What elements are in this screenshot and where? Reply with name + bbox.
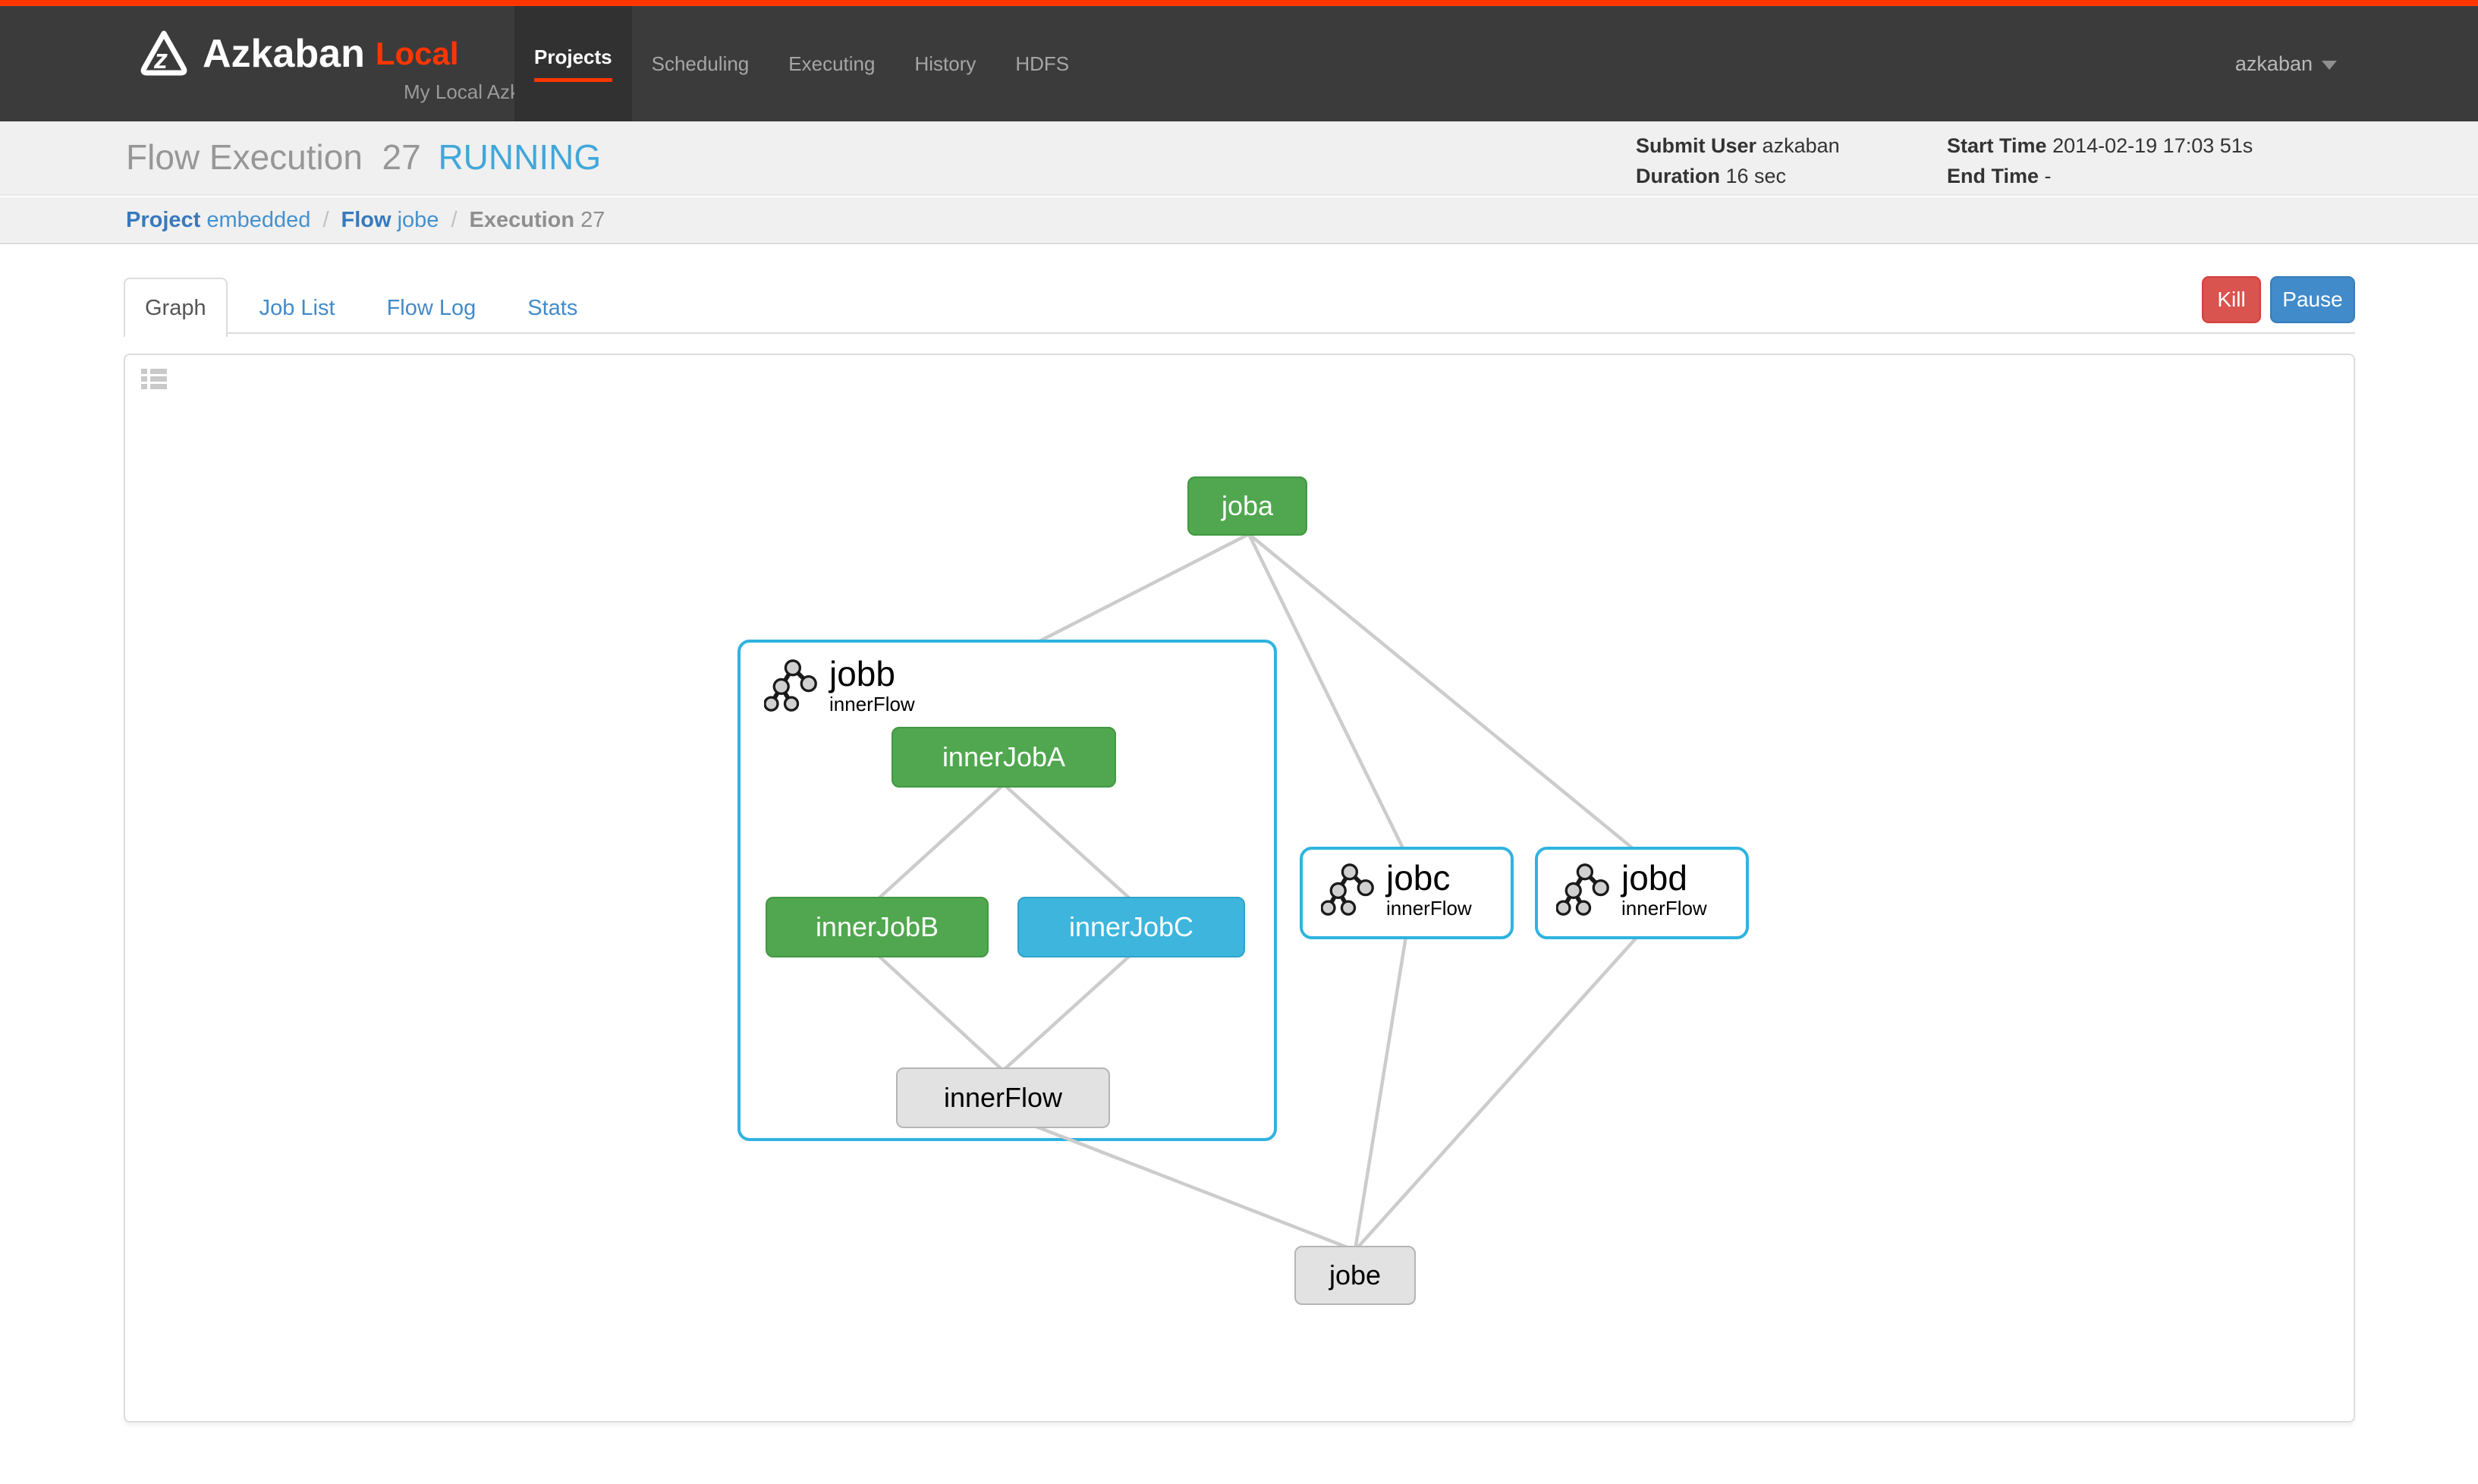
caret-down-icon	[2322, 61, 2337, 70]
user-name: azkaban	[2234, 52, 2313, 75]
breadcrumb: Project embedded / Flow jobe / Execution 27	[126, 208, 605, 233]
tabs-container: Graph Job List Flow Log Stats	[124, 278, 609, 337]
execution-id: 27	[382, 137, 421, 177]
graph-node-innerJobB[interactable]: innerJobB	[766, 897, 989, 957]
edge-innerFlow-to-jobe	[1002, 1111, 1356, 1253]
graph-node-joba[interactable]: joba	[1187, 476, 1307, 536]
azkaban-logo-icon: z	[140, 30, 187, 76]
active-nav-underline	[534, 78, 612, 82]
flow-box-jobb[interactable]	[737, 640, 1277, 1141]
tab-job-list[interactable]: Job List	[259, 295, 335, 320]
graph-node-jobe[interactable]: jobe	[1294, 1246, 1416, 1305]
brand-subtitle: My Local Azkaban	[403, 80, 564, 103]
edge-joba-to-jobb	[1011, 532, 1250, 657]
svg-text:z: z	[153, 43, 168, 74]
inner-flow-tree-icon	[1321, 863, 1374, 916]
breadcrumb-separator: /	[322, 208, 329, 232]
breadcrumb-item-project[interactable]: Project embedded	[126, 208, 311, 232]
tab-stats[interactable]: Stats	[527, 295, 578, 320]
brand-accent: Local	[375, 36, 459, 71]
top-accent-bar	[0, 0, 2478, 6]
status-badge: RUNNING	[438, 137, 602, 177]
flow-title: jobb	[829, 654, 895, 693]
flow-subtitle: innerFlow	[829, 693, 915, 715]
edge-joba-to-jobc	[1247, 533, 1409, 857]
brand-name: Azkaban	[203, 32, 365, 76]
page-title-text: Flow Execution	[126, 137, 363, 177]
flow-header-band: Flow Execution 27 RUNNING Submit User az…	[0, 121, 2478, 196]
inner-flow-tree-icon	[1556, 863, 1609, 916]
breadcrumb-item-flow[interactable]: Flow jobe	[341, 208, 439, 232]
flow-title: jobc	[1386, 858, 1451, 898]
tabs-row: Graph Job List Flow Log Stats Kill Pause	[124, 276, 2355, 337]
flow-subtitle: innerFlow	[1386, 897, 1472, 920]
graph-options-list-icon[interactable]	[141, 368, 167, 391]
edge-innerJobC-to-innerFlow	[1002, 953, 1133, 1072]
flow-action-buttons: Kill Pause	[2202, 276, 2355, 323]
info-start-time: Start Time 2014-02-19 17:03 51s	[1947, 134, 2253, 157]
page-title: Flow Execution 27 RUNNING	[126, 137, 601, 178]
nav-item-executing[interactable]: Executing	[788, 52, 876, 75]
user-menu[interactable]: azkaban	[2235, 6, 2337, 121]
flow-title: jobd	[1621, 858, 1687, 898]
info-end-time: End Time -	[1947, 165, 2052, 187]
kill-button[interactable]: Kill	[2202, 276, 2261, 323]
graph-node-innerFlow[interactable]: innerFlow	[896, 1067, 1110, 1128]
nav-item-scheduling[interactable]: Scheduling	[651, 52, 750, 75]
breadcrumb-item-execution: Execution 27	[469, 208, 605, 232]
edge-innerJobA-to-innerJobC	[1002, 783, 1133, 901]
edge-jobc-to-jobe	[1353, 931, 1409, 1251]
navbar: z Azkaban Local My Local Azkaban Project…	[0, 6, 2478, 121]
main-nav: Projects Scheduling Executing History HDFS	[514, 6, 1089, 121]
tab-graph[interactable]: Graph	[124, 278, 228, 337]
breadcrumb-band: Project embedded / Flow jobe / Execution 27	[0, 197, 2478, 244]
pause-button[interactable]: Pause	[2270, 276, 2355, 323]
nav-item-projects[interactable]: Projects	[514, 6, 632, 121]
breadcrumb-separator: /	[451, 208, 458, 232]
brand-logo[interactable]: z Azkaban Local My Local Azkaban	[139, 29, 564, 105]
info-submit-user: Submit User azkaban	[1636, 134, 1840, 157]
edge-innerJobA-to-innerJobB	[876, 783, 1005, 901]
inner-flow-tree-icon	[764, 659, 817, 712]
nav-item-hdfs[interactable]: HDFS	[1015, 52, 1070, 75]
edge-joba-to-jobd	[1247, 533, 1643, 857]
graph-node-innerJobC[interactable]: innerJobC	[1017, 897, 1245, 957]
graph-node-innerJobA[interactable]: innerJobA	[892, 727, 1116, 788]
edge-innerJobB-to-innerFlow	[876, 953, 1005, 1072]
nav-item-history[interactable]: History	[914, 52, 976, 75]
info-duration: Duration 16 sec	[1636, 165, 1787, 187]
tab-flow-log[interactable]: Flow Log	[386, 295, 476, 320]
flow-subtitle: innerFlow	[1621, 897, 1707, 920]
edge-jobd-to-jobe	[1354, 930, 1643, 1252]
